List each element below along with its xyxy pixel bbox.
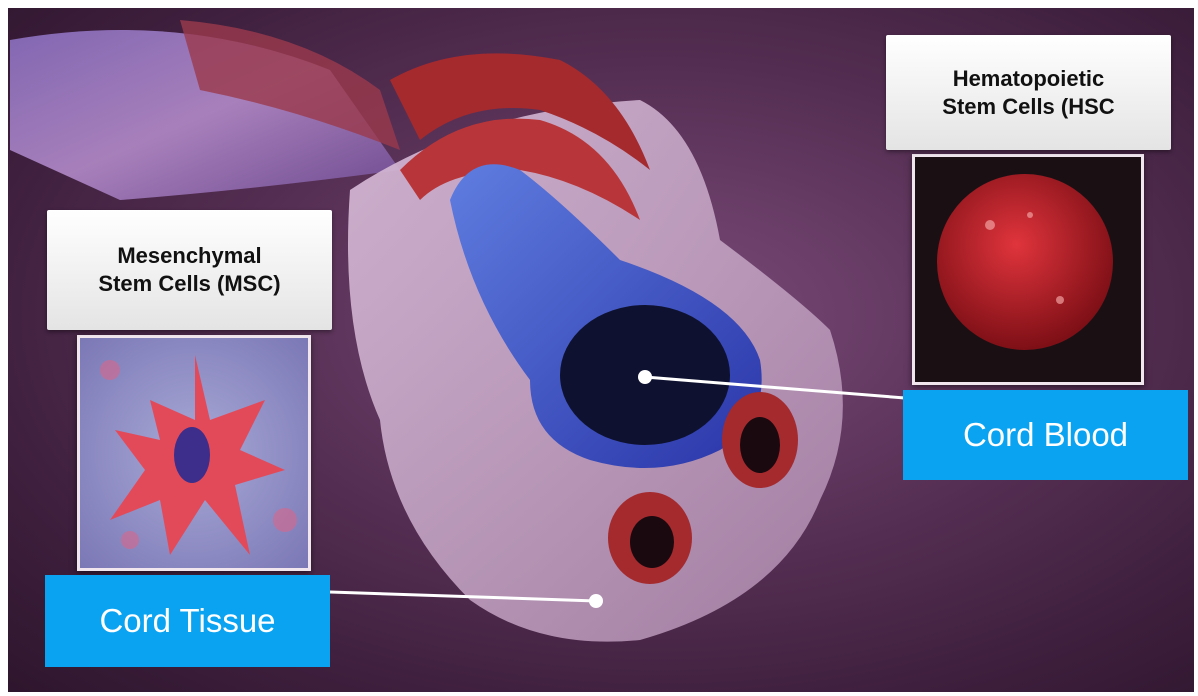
msc-header: Mesenchymal Stem Cells (MSC) [47, 210, 332, 330]
artery-lumen-left [608, 492, 692, 584]
msc-photo-frame [77, 335, 311, 571]
msc-header-line2: Stem Cells (MSC) [98, 270, 280, 298]
cord-blood-label: Cord Blood [903, 390, 1188, 480]
artery-lumen-right [722, 392, 798, 488]
hsc-header: Hematopoietic Stem Cells (HSC [886, 35, 1171, 150]
hsc-photo-frame [912, 154, 1144, 385]
msc-header-line1: Mesenchymal [98, 242, 280, 270]
cord-tube [10, 20, 400, 200]
hsc-header-line2: Stem Cells (HSC [942, 93, 1114, 121]
cord-tissue-label: Cord Tissue [45, 575, 330, 667]
hsc-header-line1: Hematopoietic [942, 65, 1114, 93]
